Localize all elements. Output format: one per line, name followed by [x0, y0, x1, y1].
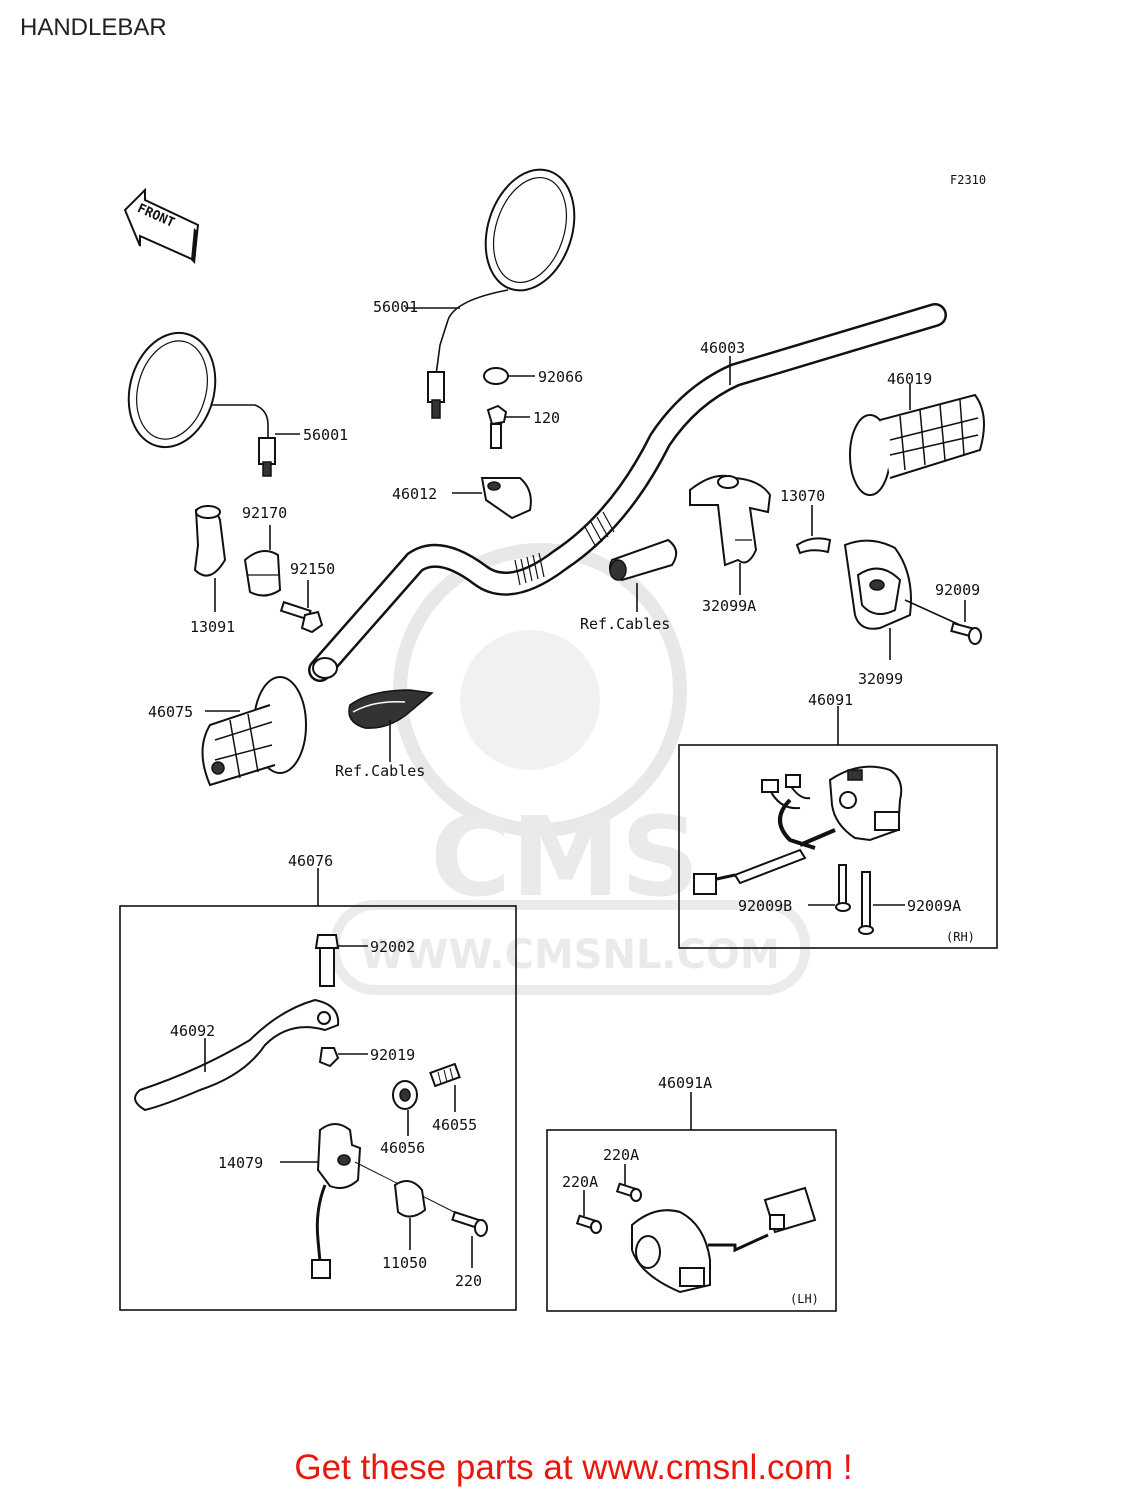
bolt-120 [486, 404, 508, 449]
screw-92009b [835, 864, 851, 912]
label-adjuster-46055: 46055 [432, 1116, 477, 1134]
label-screw-220a-2: 220A [562, 1173, 598, 1191]
footer-link[interactable]: Get these parts at www.cmsnl.com ! [294, 1448, 853, 1487]
figure-code: F2310 [950, 173, 986, 187]
label-ref-cables-2: Ref.Cables [335, 762, 425, 780]
watermark-url: WWW.CMSNL.COM [360, 932, 780, 978]
handlebar [308, 303, 947, 682]
label-washer: 92066 [538, 368, 583, 386]
clamp-13091 [193, 505, 227, 577]
label-clamp-92170: 92170 [242, 504, 287, 522]
label-holder: 46012 [392, 485, 437, 503]
bolt-92002 [314, 934, 340, 987]
screw-220a-1 [615, 1182, 642, 1202]
mirror-upper [427, 168, 576, 419]
label-grip-left: 46075 [148, 703, 193, 721]
label-clamp-11050: 11050 [382, 1254, 427, 1272]
label-ref-cables-1: Ref.Cables [580, 615, 670, 633]
label-screw-220: 220 [455, 1272, 482, 1290]
label-nut-92019: 92019 [370, 1046, 415, 1064]
tag-rh: (RH) [946, 930, 975, 944]
washer [483, 367, 509, 385]
page-title: HANDLEBAR [20, 14, 167, 41]
holder [480, 477, 532, 520]
watermark: CMS WWW.CMSNL.COM [330, 543, 810, 995]
bolt-92150 [279, 600, 324, 634]
clamp-11050 [393, 1180, 427, 1218]
cable-end-1 [609, 538, 678, 582]
label-handlebar: 46003 [700, 339, 745, 357]
housing-32099 [843, 539, 912, 630]
label-lever: 46092 [170, 1022, 215, 1040]
clamp-92170 [243, 550, 282, 597]
label-clamp-13091: 13091 [190, 618, 235, 636]
screw-92009 [950, 622, 982, 645]
label-spacer-13070: 13070 [780, 487, 825, 505]
housing-32099a [689, 474, 772, 567]
lever [134, 998, 340, 1112]
label-screw-92009b: 92009B [738, 897, 792, 915]
label-lever-assy: 46076 [288, 852, 333, 870]
front-arrow-icon: FRONT [123, 187, 200, 264]
label-screw-220a-1: 220A [603, 1146, 639, 1164]
screw-220a-2 [575, 1214, 602, 1234]
bracket-14079 [311, 1123, 362, 1279]
label-screw-92009a: 92009A [907, 897, 961, 915]
nut-46056 [392, 1080, 418, 1110]
nut-92019 [318, 1047, 340, 1068]
label-housing-32099a: 32099A [702, 597, 756, 615]
label-housing-32099: 32099 [858, 670, 903, 688]
label-bolt-120: 120 [533, 409, 560, 427]
label-bolt-92002: 92002 [370, 938, 415, 956]
switch-rh [693, 765, 903, 895]
grip-right [849, 393, 985, 496]
grip-left [201, 676, 307, 787]
mirror-left [127, 331, 276, 477]
cable-end-2 [348, 689, 434, 729]
label-mirror-upper: 56001 [373, 298, 418, 316]
screw-220 [451, 1210, 488, 1237]
label-grip-right: 46019 [887, 370, 932, 388]
label-switch-rh: 46091 [808, 691, 853, 709]
label-screw-92009: 92009 [935, 581, 980, 599]
tag-lh: (LH) [790, 1292, 819, 1306]
label-bracket-14079: 14079 [218, 1154, 263, 1172]
label-bolt-92150: 92150 [290, 560, 335, 578]
label-switch-lh: 46091A [658, 1074, 712, 1092]
label-nut-46056: 46056 [380, 1139, 425, 1157]
label-mirror-left: 56001 [303, 426, 348, 444]
switch-lh [631, 1186, 817, 1294]
watermark-brand: CMS [430, 793, 699, 921]
screw-92009a [858, 871, 874, 935]
adjuster-46055 [429, 1062, 461, 1088]
spacer-13070 [795, 537, 832, 555]
